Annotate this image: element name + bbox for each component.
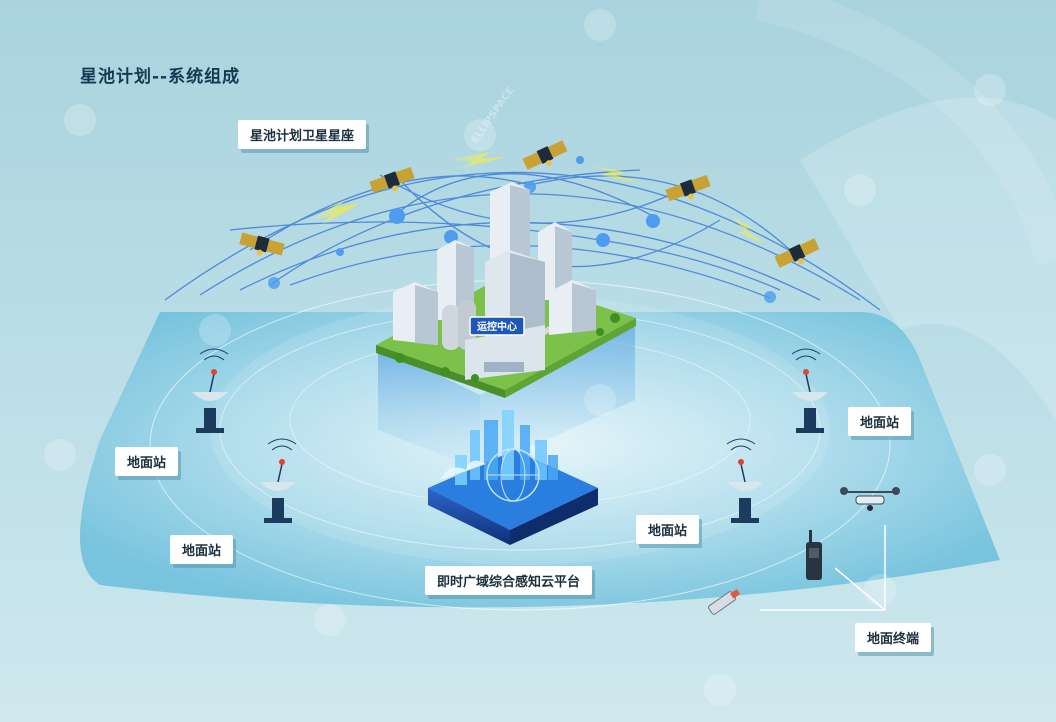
satellite-icon bbox=[239, 232, 285, 256]
control-center-label: 运控中心 bbox=[477, 320, 517, 333]
cloud-platform-label: 即时广域综合感知云平台 bbox=[425, 566, 593, 595]
control-center: 运控中心 bbox=[376, 182, 636, 398]
radio-terminal-icon bbox=[806, 530, 822, 580]
ground-station-label-4: 地面站 bbox=[848, 407, 912, 436]
watermarks bbox=[44, 9, 1006, 706]
satellite-icon bbox=[522, 140, 568, 170]
background-swoosh bbox=[800, 97, 1056, 420]
page-title: 星池计划--系统组成 bbox=[80, 67, 241, 87]
ground-station-label-3: 地面站 bbox=[636, 515, 700, 544]
ground-terminals bbox=[707, 487, 900, 615]
ground-station-label-2: 地面站 bbox=[170, 535, 234, 564]
ground-station-label-1: 地面站 bbox=[115, 447, 179, 476]
ground-station-icon bbox=[791, 348, 828, 433]
satellite-icon bbox=[369, 166, 415, 194]
ground-station-icon bbox=[260, 438, 297, 523]
drone-icon bbox=[840, 487, 900, 511]
signal-bolts bbox=[310, 152, 763, 243]
ground-station-icon bbox=[192, 348, 229, 433]
cloud-platform bbox=[428, 410, 598, 545]
sensor-icon bbox=[707, 589, 741, 615]
satellite-icon bbox=[665, 174, 711, 202]
ground-station-icon bbox=[726, 438, 763, 523]
ground-terminal-label: 地面终端 bbox=[855, 623, 932, 652]
constellation-label: 星池计划卫星星座 bbox=[238, 120, 367, 149]
satellite-icon bbox=[774, 238, 820, 268]
